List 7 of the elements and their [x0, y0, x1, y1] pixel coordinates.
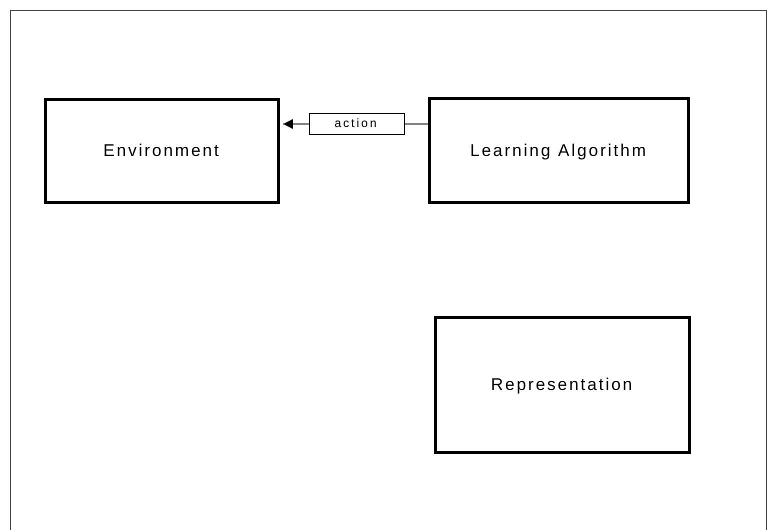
- process-box: [434, 316, 691, 454]
- process-box: [428, 97, 690, 204]
- process-box: [44, 98, 280, 204]
- edge-label: action: [308, 113, 404, 135]
- node-label: Learning Algorithm: [470, 140, 648, 160]
- node-label: Environment: [103, 141, 221, 161]
- node-label: Representation: [490, 375, 634, 395]
